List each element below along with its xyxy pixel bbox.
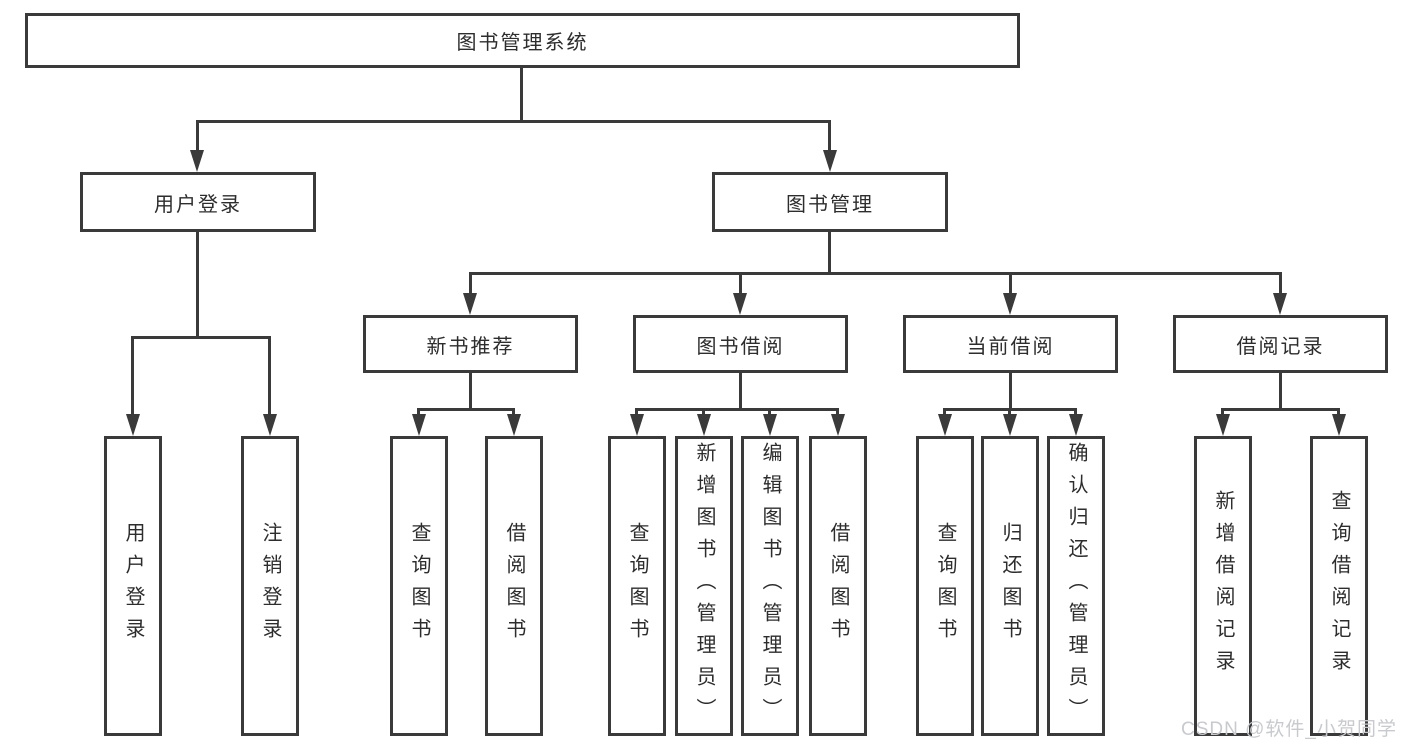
leaf-add-borrow-record: 新增借阅记录: [1194, 436, 1252, 736]
leaf-query-books-recommend-label: 查询图书: [408, 522, 430, 650]
connector-line: [828, 120, 831, 153]
node-book-borrowing: 图书借阅: [633, 315, 848, 373]
node-root: 图书管理系统: [25, 13, 1020, 68]
connector-arrowhead: [823, 150, 837, 172]
connector-arrowhead: [630, 414, 644, 436]
connector-arrowhead: [126, 414, 140, 436]
leaf-add-book-admin: 新增图书（管理员）: [675, 436, 733, 736]
leaf-query-books-current-label: 查询图书: [934, 522, 956, 650]
connector-arrowhead: [1003, 293, 1017, 315]
connector-arrowhead: [463, 293, 477, 315]
leaf-add-book-admin-label: 新增图书（管理员）: [693, 442, 715, 730]
connector-line: [196, 120, 199, 153]
connector-arrowhead: [1216, 414, 1230, 436]
connector-line: [635, 408, 638, 417]
leaf-confirm-return-admin-label: 确认归还（管理员）: [1065, 442, 1087, 730]
leaf-query-borrow-record-label: 查询借阅记录: [1328, 490, 1350, 682]
connector-line: [1009, 373, 1012, 410]
connector-arrowhead: [412, 414, 426, 436]
connector-line: [1279, 373, 1282, 410]
connector-line: [739, 373, 742, 410]
node-book-management: 图书管理: [712, 172, 948, 232]
connector-line: [836, 408, 839, 417]
node-borrow-records-label: 借阅记录: [1236, 335, 1325, 358]
connector-arrowhead: [1069, 414, 1083, 436]
connector-arrowhead: [938, 414, 952, 436]
leaf-query-borrow-record: 查询借阅记录: [1310, 436, 1368, 736]
connector-line: [131, 336, 271, 339]
leaf-query-books-borrowing: 查询图书: [608, 436, 666, 736]
leaf-query-books-borrowing-label: 查询图书: [626, 522, 648, 650]
leaf-logout: 注销登录: [241, 436, 299, 736]
node-new-book-recommend-label: 新书推荐: [426, 335, 515, 358]
connector-arrowhead: [263, 414, 277, 436]
leaf-logout-label: 注销登录: [259, 522, 281, 650]
node-user-login: 用户登录: [80, 172, 316, 232]
leaf-return-books-label: 归还图书: [999, 522, 1021, 650]
node-root-label: 图书管理系统: [456, 32, 589, 54]
connector-line: [1009, 272, 1012, 295]
connector-line: [268, 336, 271, 416]
node-user-login-label: 用户登录: [154, 193, 242, 216]
connector-line: [417, 408, 420, 417]
node-book-borrowing-label: 图书借阅: [696, 335, 785, 358]
watermark-text: CSDN @软件_小贺同学: [1181, 719, 1397, 740]
connector-line: [828, 232, 831, 274]
leaf-borrow-books-borrowing-label: 借阅图书: [827, 522, 849, 650]
connector-line: [469, 272, 1282, 275]
connector-arrowhead: [1332, 414, 1346, 436]
leaf-query-books-current: 查询图书: [916, 436, 974, 736]
leaf-borrow-books-recommend-label: 借阅图书: [503, 522, 525, 650]
connector-line: [1008, 408, 1011, 417]
node-borrow-records: 借阅记录: [1173, 315, 1388, 373]
connector-line: [520, 68, 523, 122]
connector-arrowhead: [763, 414, 777, 436]
leaf-query-books-recommend: 查询图书: [390, 436, 448, 736]
connector-line: [1074, 408, 1077, 417]
connector-line: [1337, 408, 1340, 417]
connector-line: [196, 232, 199, 338]
connector-arrowhead: [697, 414, 711, 436]
node-new-book-recommend: 新书推荐: [363, 315, 578, 373]
connector-arrowhead: [1273, 293, 1287, 315]
connector-line: [768, 408, 771, 417]
connector-line: [1279, 272, 1282, 295]
connector-line: [702, 408, 705, 417]
leaf-edit-book-admin: 编辑图书（管理员）: [741, 436, 799, 736]
connector-line: [469, 272, 472, 295]
connector-line: [417, 408, 515, 411]
leaf-user-login: 用户登录: [104, 436, 162, 736]
node-current-borrowing: 当前借阅: [903, 315, 1118, 373]
connector-line: [512, 408, 515, 417]
node-book-management-label: 图书管理: [786, 193, 874, 216]
node-current-borrowing-label: 当前借阅: [966, 335, 1055, 358]
leaf-confirm-return-admin: 确认归还（管理员）: [1047, 436, 1105, 736]
connector-line: [635, 408, 839, 411]
connector-arrowhead: [1003, 414, 1017, 436]
leaf-add-borrow-record-label: 新增借阅记录: [1212, 490, 1234, 682]
connector-line: [1221, 408, 1340, 411]
leaf-user-login-label: 用户登录: [122, 522, 144, 650]
leaf-borrow-books-recommend: 借阅图书: [485, 436, 543, 736]
connector-line: [469, 373, 472, 410]
connector-arrowhead: [190, 150, 204, 172]
leaf-edit-book-admin-label: 编辑图书（管理员）: [759, 442, 781, 730]
connector-line: [131, 336, 134, 416]
connector-line: [943, 408, 946, 417]
connector-arrowhead: [831, 414, 845, 436]
connector-line: [1221, 408, 1224, 417]
connector-line: [196, 120, 831, 123]
leaf-return-books: 归还图书: [981, 436, 1039, 736]
connector-arrowhead: [507, 414, 521, 436]
connector-arrowhead: [733, 293, 747, 315]
connector-line: [739, 272, 742, 295]
leaf-borrow-books-borrowing: 借阅图书: [809, 436, 867, 736]
